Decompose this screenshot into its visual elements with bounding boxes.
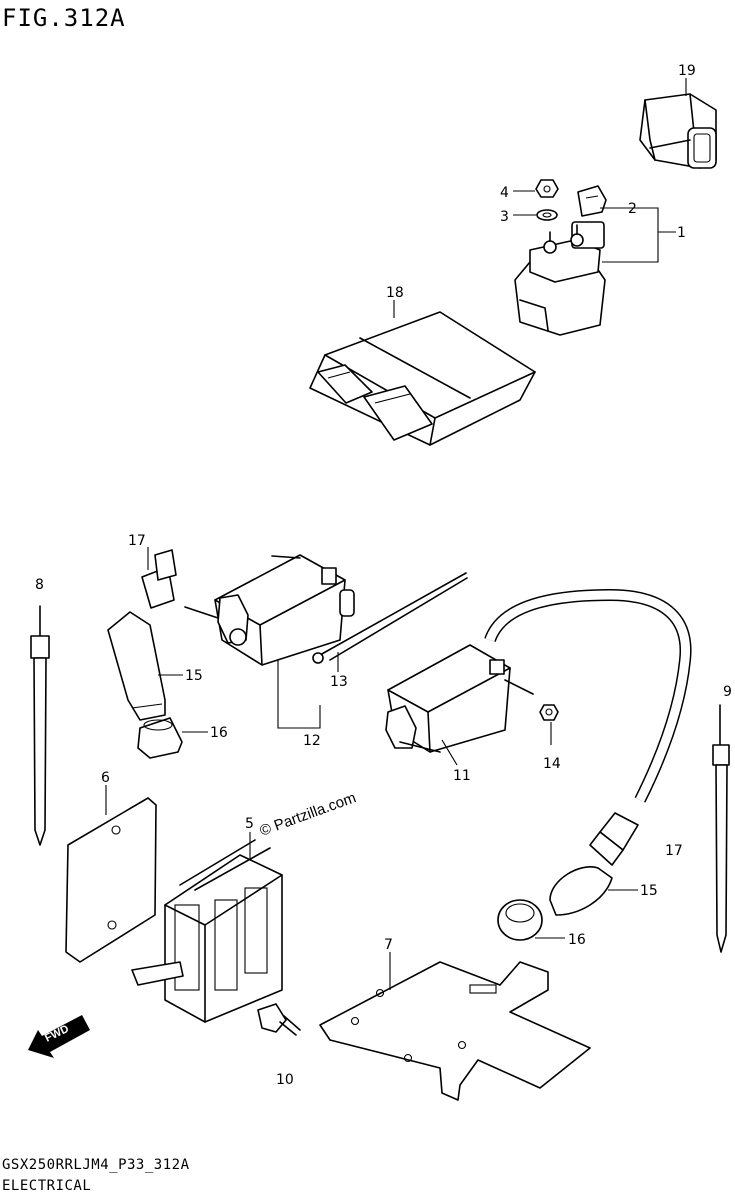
callout-1: 1 xyxy=(677,225,686,241)
callout-7: 7 xyxy=(384,937,393,953)
part-14-nut[interactable] xyxy=(539,704,559,721)
callout-19: 19 xyxy=(678,63,696,79)
callout-17b: 17 xyxy=(665,843,683,859)
callout-16a: 16 xyxy=(210,725,228,741)
part-3-washer[interactable] xyxy=(536,209,558,221)
callout-15b: 15 xyxy=(640,883,658,899)
callout-12: 12 xyxy=(303,733,321,749)
part-1-starter-relay[interactable] xyxy=(514,221,606,336)
figure-code: GSX250RRLJM4_P33_312A xyxy=(2,1157,190,1173)
part-19-connector[interactable] xyxy=(639,93,717,169)
callout-17a: 17 xyxy=(128,533,146,549)
callout-14: 14 xyxy=(543,756,561,772)
figure-title: FIG.312A xyxy=(2,4,126,32)
part-15-plug-cap-left[interactable] xyxy=(107,611,166,721)
part-9-cable-tie[interactable] xyxy=(712,704,730,953)
callout-16b: 16 xyxy=(568,932,586,948)
part-13-bolt[interactable] xyxy=(312,572,468,664)
figure-name: ELECTRICAL xyxy=(2,1178,92,1194)
part-11-ignition-coil[interactable] xyxy=(385,588,692,803)
callout-10: 10 xyxy=(276,1072,294,1088)
watermark: © Partzilla.com xyxy=(258,789,359,840)
callout-18: 18 xyxy=(386,285,404,301)
callout-3: 3 xyxy=(500,209,509,225)
callout-4: 4 xyxy=(500,185,509,201)
part-16-seal-right[interactable] xyxy=(497,899,543,941)
fwd-direction-badge: FWD xyxy=(28,1015,90,1058)
part-16-seal-left[interactable] xyxy=(137,717,183,759)
part-5-regulator[interactable] xyxy=(131,839,283,1023)
callout-2: 2 xyxy=(628,201,637,217)
part-6-plate[interactable] xyxy=(65,797,157,963)
callout-8: 8 xyxy=(35,577,44,593)
part-8-cable-tie[interactable] xyxy=(30,605,50,846)
callout-15a: 15 xyxy=(185,668,203,684)
callout-13: 13 xyxy=(330,674,348,690)
part-12-ignition-coil[interactable] xyxy=(141,485,396,666)
part-15-plug-cap-right[interactable] xyxy=(549,866,613,916)
callout-5: 5 xyxy=(245,816,254,832)
part-2-fuse[interactable] xyxy=(577,185,607,217)
callout-11: 11 xyxy=(453,768,471,784)
callout-9: 9 xyxy=(723,684,732,700)
part-7-bracket[interactable] xyxy=(319,961,591,1101)
callout-6: 6 xyxy=(101,770,110,786)
part-4-nut[interactable] xyxy=(535,179,559,198)
part-10-bolt[interactable] xyxy=(257,1003,301,1036)
part-18-ecm[interactable] xyxy=(309,311,536,446)
part-17-boot-right[interactable] xyxy=(589,812,639,866)
